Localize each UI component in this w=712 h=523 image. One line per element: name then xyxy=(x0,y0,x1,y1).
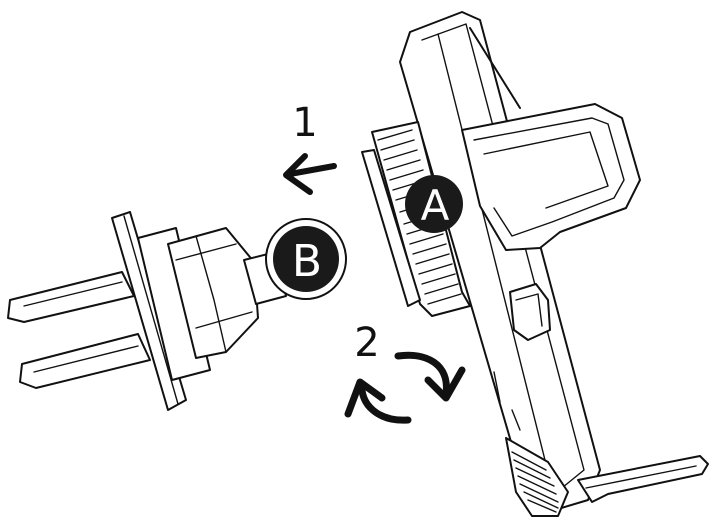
step-2-number: 2 xyxy=(354,320,379,366)
arrow-left-icon xyxy=(283,153,337,195)
vent-clip xyxy=(7,211,287,411)
lower-grip-ridges xyxy=(511,451,559,513)
badge-b-letter: B xyxy=(292,236,322,287)
phone-holder xyxy=(399,11,709,517)
step-1-number: 1 xyxy=(292,100,317,146)
rotate-arrows-icon xyxy=(344,351,466,424)
badge-a-letter: A xyxy=(421,181,450,230)
badge-a: A xyxy=(405,175,463,233)
badge-b: B xyxy=(265,218,347,300)
